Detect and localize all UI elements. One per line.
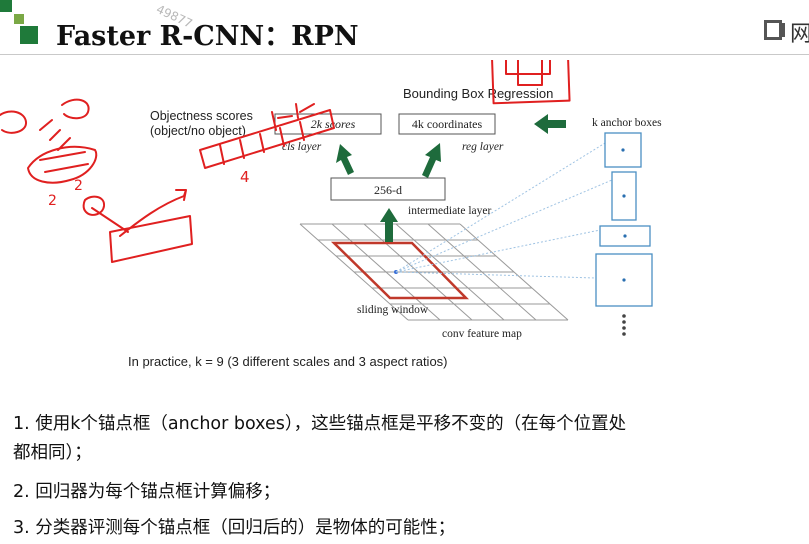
objectness-label-1: Objectness scores <box>150 109 253 123</box>
conv-feature-map-grid <box>299 223 569 321</box>
bbox-regression-label: Bounding Box Regression <box>403 86 553 101</box>
ink-digit-left: 2 <box>48 193 57 209</box>
sliding-window-box <box>330 241 469 300</box>
title-divider <box>0 54 809 55</box>
ink-digit-four: 4 <box>240 168 250 186</box>
notebook-icon <box>764 20 785 40</box>
rpn-diagram: 256-d intermediate layer 2k scores cls l… <box>0 60 662 340</box>
d256-text: 256-d <box>374 183 402 197</box>
d256-box <box>330 177 446 201</box>
logo-square-mid <box>14 14 24 24</box>
header-right-char: 网 <box>790 22 809 47</box>
logo-square-bottom <box>20 26 38 44</box>
bullet-1-continued: 都相同）； <box>13 443 92 463</box>
reg-layer-label: reg layer <box>462 141 504 153</box>
feature-map-label: conv feature map <box>442 328 522 340</box>
arrow-to-reg <box>422 143 441 178</box>
sliding-window-label: sliding window <box>357 304 429 316</box>
arrow-up-intermediate <box>380 208 398 242</box>
coords-box <box>398 113 496 135</box>
bullet-2: 2. 回归器为每个锚点框计算偏移； <box>13 482 281 502</box>
bullet-3: 3. 分类器评测每个锚点框（回归后的）是物体的可能性； <box>13 518 456 538</box>
intermediate-layer-label: intermediate layer <box>408 205 492 217</box>
slide-title: Faster R-CNN：RPN <box>56 21 359 52</box>
arrow-from-anchors <box>534 114 566 134</box>
anchor-boxes-label: k anchor boxes <box>592 117 662 129</box>
arrows <box>336 114 566 242</box>
logo-square-top <box>0 0 12 12</box>
objectness-label-2: (object/no object) <box>150 124 246 138</box>
more-anchors-dots <box>622 314 626 336</box>
cls-layer-label: cls layer <box>282 141 322 153</box>
ink-digit-right: 2 <box>74 178 83 194</box>
handwritten-annotations <box>0 60 571 263</box>
arrow-to-cls <box>336 144 354 175</box>
bullet-1: 1. 使用k个锚点框（anchor boxes），这些锚点框是平移不变的（在每个… <box>13 414 627 434</box>
caption: In practice, k = 9 (3 different scales a… <box>128 354 448 369</box>
coords-text: 4k coordinates <box>412 117 483 131</box>
